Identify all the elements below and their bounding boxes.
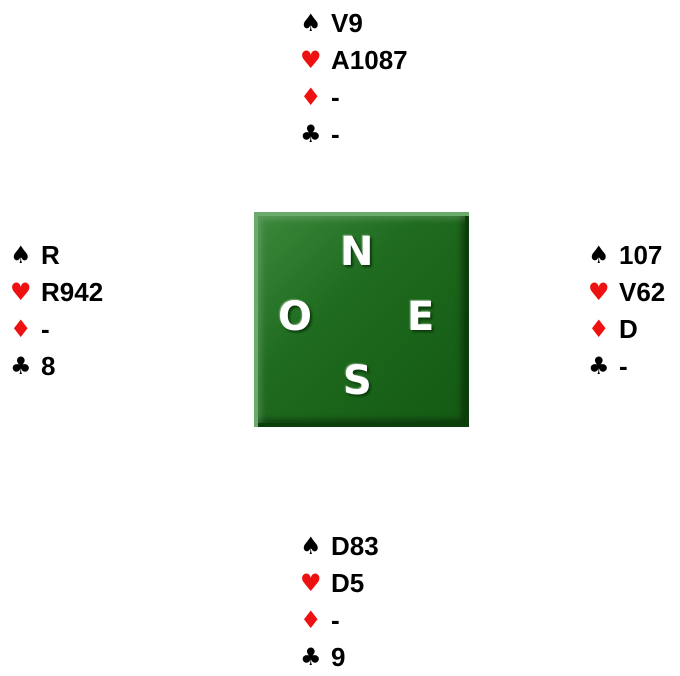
south-hand: ♠ D83 ♥ D5 ♦ - ♣ 9 xyxy=(300,528,379,676)
compass-south-label: S xyxy=(343,358,372,404)
heart-icon: ♥ xyxy=(588,278,610,306)
east-spades-cards: 107 xyxy=(619,240,663,270)
diamond-icon: ♦ xyxy=(10,315,32,343)
north-spades-row: ♠ V9 xyxy=(300,5,408,42)
north-clubs-cards: - xyxy=(331,119,340,149)
west-hand: ♠ R ♥ R942 ♦ - ♣ 8 xyxy=(10,237,103,385)
north-clubs-row: ♣ - xyxy=(300,116,408,153)
south-hearts-cards: D5 xyxy=(331,568,365,598)
south-hearts-row: ♥ D5 xyxy=(300,565,379,602)
heart-icon: ♥ xyxy=(300,569,322,597)
west-clubs-row: ♣ 8 xyxy=(10,348,103,385)
east-clubs-row: ♣ - xyxy=(588,348,665,385)
heart-icon: ♥ xyxy=(300,46,322,74)
south-clubs-row: ♣ 9 xyxy=(300,639,379,676)
spade-icon: ♠ xyxy=(300,9,322,37)
club-icon: ♣ xyxy=(300,120,322,148)
east-diamonds-row: ♦ D xyxy=(588,311,665,348)
west-diamonds-cards: - xyxy=(41,314,50,344)
club-icon: ♣ xyxy=(300,643,322,671)
north-spades-cards: V9 xyxy=(331,8,363,38)
south-diamonds-row: ♦ - xyxy=(300,602,379,639)
heart-icon: ♥ xyxy=(10,278,32,306)
west-hearts-cards: R942 xyxy=(41,277,104,307)
east-clubs-cards: - xyxy=(619,351,628,381)
diamond-icon: ♦ xyxy=(588,315,610,343)
west-spades-row: ♠ R xyxy=(10,237,103,274)
south-spades-row: ♠ D83 xyxy=(300,528,379,565)
compass-north-label: N xyxy=(340,229,374,275)
diamond-icon: ♦ xyxy=(300,606,322,634)
club-icon: ♣ xyxy=(588,352,610,380)
north-hand: ♠ V9 ♥ A1087 ♦ - ♣ - xyxy=(300,5,408,153)
diamond-icon: ♦ xyxy=(300,83,322,111)
west-clubs-cards: 8 xyxy=(41,351,56,381)
north-diamonds-row: ♦ - xyxy=(300,79,408,116)
compass-board: N O E S xyxy=(254,212,469,427)
east-hearts-cards: V62 xyxy=(619,277,666,307)
north-hearts-cards: A1087 xyxy=(331,45,408,75)
north-hearts-row: ♥ A1087 xyxy=(300,42,408,79)
east-hearts-row: ♥ V62 xyxy=(588,274,665,311)
club-icon: ♣ xyxy=(10,352,32,380)
compass-east-label: E xyxy=(407,294,435,340)
west-diamonds-row: ♦ - xyxy=(10,311,103,348)
north-diamonds-cards: - xyxy=(331,82,340,112)
east-diamonds-cards: D xyxy=(619,314,638,344)
spade-icon: ♠ xyxy=(300,532,322,560)
west-spades-cards: R xyxy=(41,240,60,270)
compass-west-label: O xyxy=(278,294,313,340)
spade-icon: ♠ xyxy=(10,241,32,269)
south-clubs-cards: 9 xyxy=(331,642,346,672)
east-spades-row: ♠ 107 xyxy=(588,237,665,274)
west-hearts-row: ♥ R942 xyxy=(10,274,103,311)
spade-icon: ♠ xyxy=(588,241,610,269)
east-hand: ♠ 107 ♥ V62 ♦ D ♣ - xyxy=(588,237,665,385)
south-spades-cards: D83 xyxy=(331,531,379,561)
south-diamonds-cards: - xyxy=(331,605,340,635)
